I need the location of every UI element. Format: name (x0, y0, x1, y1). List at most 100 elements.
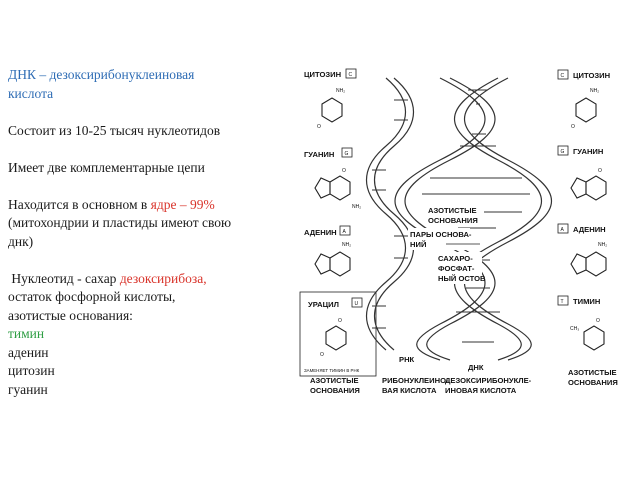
fact-complementary-chains: Имеет две комплементарные цепи (8, 159, 205, 175)
base-name: ТИМИН (573, 297, 600, 306)
base-letter: U (355, 301, 359, 307)
callout-base-pairs: ПАРЫ ОСНОВА- НИЙ (408, 228, 480, 250)
left-caption-line1: АЗОТИСТЫЕ (310, 376, 359, 385)
base-name: ЦИТОЗИН (304, 70, 341, 79)
imidazole-ring (314, 253, 331, 275)
base-letter-box (341, 147, 353, 158)
base-letter-box (557, 295, 569, 306)
fact-location-note: днк) (8, 233, 34, 249)
svg-text:NH₂: NH₂ (590, 88, 599, 94)
title-line: кислота (8, 85, 54, 101)
base-letter: C (349, 72, 353, 78)
callout-nitrogen-bases: АЗОТИСТЫЕ ОСНОВАНИЯ (426, 204, 484, 226)
nucleotide-desc: азотистые основания: (8, 307, 133, 323)
pyrimidine-ring (583, 325, 605, 351)
base-item-guanine: гуанин (8, 381, 48, 397)
dna-label: ДНК (468, 363, 484, 372)
dna-caption-line2: ИНОВАЯ КИСЛОТА (445, 386, 517, 395)
svg-text:O: O (338, 318, 342, 324)
purine-ring (585, 251, 607, 277)
svg-text:O: O (317, 124, 321, 130)
purine-ring (329, 251, 351, 277)
callout-line: САХАРО- (438, 254, 473, 263)
nucleotide-prefix: Нуклеотид - сахар (8, 270, 120, 286)
pyrimidine-ring (575, 97, 597, 123)
imidazole-ring (570, 177, 587, 199)
base-letter: G (561, 149, 565, 155)
uracil-box (299, 291, 377, 377)
base-letter-box (557, 69, 569, 80)
base-name: УРАЦИЛ (308, 300, 339, 309)
right-base-guanine: G ГУАНИН O (557, 145, 607, 201)
base-letter-box (557, 223, 569, 234)
right-base-thymine: T ТИМИН CH₃ O (557, 295, 605, 351)
imidazole-ring (314, 177, 331, 199)
uracil-note: ЗАМЕНЯЕТ ТИМИН В РНК (304, 368, 360, 373)
svg-text:NH₂: NH₂ (598, 242, 607, 248)
nucleotide-desc: Нуклеотид - сахар дезоксирибоза, (8, 270, 283, 289)
base-letter: G (345, 151, 349, 157)
base-letter-box (351, 297, 363, 308)
base-letter: C (561, 73, 565, 79)
base-letter: T (561, 299, 564, 305)
title-line: ДНК – дезоксирибонуклеиновая (8, 67, 195, 82)
rna-helix (365, 77, 415, 351)
dna-caption-line1: ДЕЗОКСИРИБОНУКЛЕ- (445, 376, 532, 385)
right-base-adenine: A АДЕНИН NH₂ (557, 223, 607, 277)
right-caption-line1: АЗОТИСТЫЕ (568, 368, 617, 377)
fact-nucleotide-count: Состоит из 10-25 тысяч нуклеотидов (8, 122, 221, 138)
svg-text:O: O (320, 352, 324, 358)
text-panel: ДНК – дезоксирибонуклеиновая кислота Сос… (8, 66, 283, 399)
svg-text:NH₂: NH₂ (352, 204, 361, 210)
callout-line: ПАРЫ ОСНОВА- (410, 230, 472, 239)
base-letter-box (557, 145, 569, 156)
base-name: ГУАНИН (573, 147, 603, 156)
nucleic-acid-diagram: ЦИТОЗИН C NH₂ O ГУАНИН G O NH₂ АДЕНИН A … (299, 68, 618, 395)
callout-line: НЫЙ ОСТОВ (438, 274, 486, 283)
purine-ring (585, 175, 607, 201)
left-base-guanine: ГУАНИН G O NH₂ (304, 147, 361, 210)
base-letter: A (561, 227, 565, 233)
pyrimidine-ring (325, 325, 347, 351)
fact-location-prefix: Находится в основном в (8, 196, 151, 212)
nucleotide-desc: остаток фосфорной кислоты, (8, 289, 176, 304)
fact-location-note: (митохондрии и пластиды имеют свою (8, 215, 232, 230)
fact-location-highlight: ядре – 99% (150, 196, 215, 212)
svg-text:O: O (571, 124, 575, 130)
svg-text:O: O (596, 318, 600, 324)
callout-line: ОСНОВАНИЯ (428, 216, 478, 225)
purine-ring (329, 175, 351, 201)
base-letter-box (345, 68, 357, 79)
base-letter: A (343, 229, 347, 235)
svg-text:NH₂: NH₂ (342, 242, 351, 248)
imidazole-ring (570, 253, 587, 275)
base-item-thymine: тимин (8, 326, 45, 341)
fact-location: Находится в основном в ядре – 99% (8, 196, 283, 215)
right-base-cytosine: C ЦИТОЗИН NH₂ O (557, 69, 610, 130)
left-base-adenine: АДЕНИН A NH₂ (304, 225, 351, 277)
callout-line: ФОСФАТ- (438, 264, 475, 273)
rna-caption-line2: ВАЯ КИСЛОТА (382, 386, 437, 395)
left-base-cytosine: ЦИТОЗИН C NH₂ O (304, 68, 357, 130)
left-base-uracil: УРАЦИЛ U O O ЗАМЕНЯЕТ ТИМИН В РНК (299, 291, 377, 377)
right-caption-line2: ОСНОВАНИЯ (568, 378, 618, 387)
base-name: ЦИТОЗИН (573, 71, 610, 80)
base-name: АДЕНИН (304, 228, 337, 237)
svg-text:O: O (342, 168, 346, 174)
callout-line: НИЙ (410, 240, 426, 249)
base-item-adenine: аденин (8, 344, 49, 360)
svg-text:O: O (598, 168, 602, 174)
pyrimidine-ring (321, 97, 343, 123)
base-name: ГУАНИН (304, 150, 334, 159)
nucleotide-sugar: дезоксирибоза, (119, 270, 207, 286)
svg-text:CH₃: CH₃ (570, 326, 579, 332)
base-letter-box (339, 225, 351, 236)
base-item-cytosine: цитозин (8, 363, 55, 378)
base-name: АДЕНИН (573, 225, 606, 234)
left-caption-line2: ОСНОВАНИЯ (310, 386, 360, 395)
svg-text:NH₂: NH₂ (336, 88, 345, 94)
rna-label: РНК (399, 355, 415, 364)
callout-backbone: САХАРО- ФОСФАТ- НЫЙ ОСТОВ (436, 252, 486, 284)
rna-caption-line1: РИБОНУКЛЕИНО- (382, 376, 449, 385)
callout-line: АЗОТИСТЫЕ (428, 206, 477, 215)
